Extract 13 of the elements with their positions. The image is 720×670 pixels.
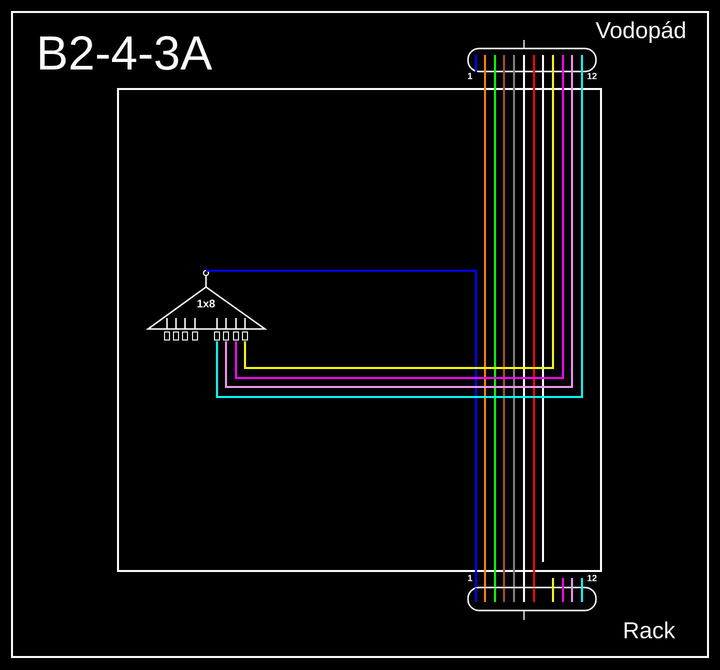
fiber-number: 12 bbox=[588, 72, 597, 80]
connector-label: Vodopád bbox=[596, 21, 685, 43]
fiber-line bbox=[206, 270, 477, 587]
fiber-line bbox=[503, 72, 505, 587]
fiber-number: 1 bbox=[468, 574, 472, 582]
fiber-line bbox=[542, 72, 544, 562]
fiber-line bbox=[513, 72, 515, 587]
fiber-line bbox=[494, 72, 496, 587]
fiber-line bbox=[523, 72, 525, 587]
fiber-line bbox=[484, 72, 486, 587]
fiber-line bbox=[533, 72, 535, 587]
title: B2-4-3A bbox=[40, 36, 212, 70]
connector-label: Rack bbox=[624, 622, 676, 638]
